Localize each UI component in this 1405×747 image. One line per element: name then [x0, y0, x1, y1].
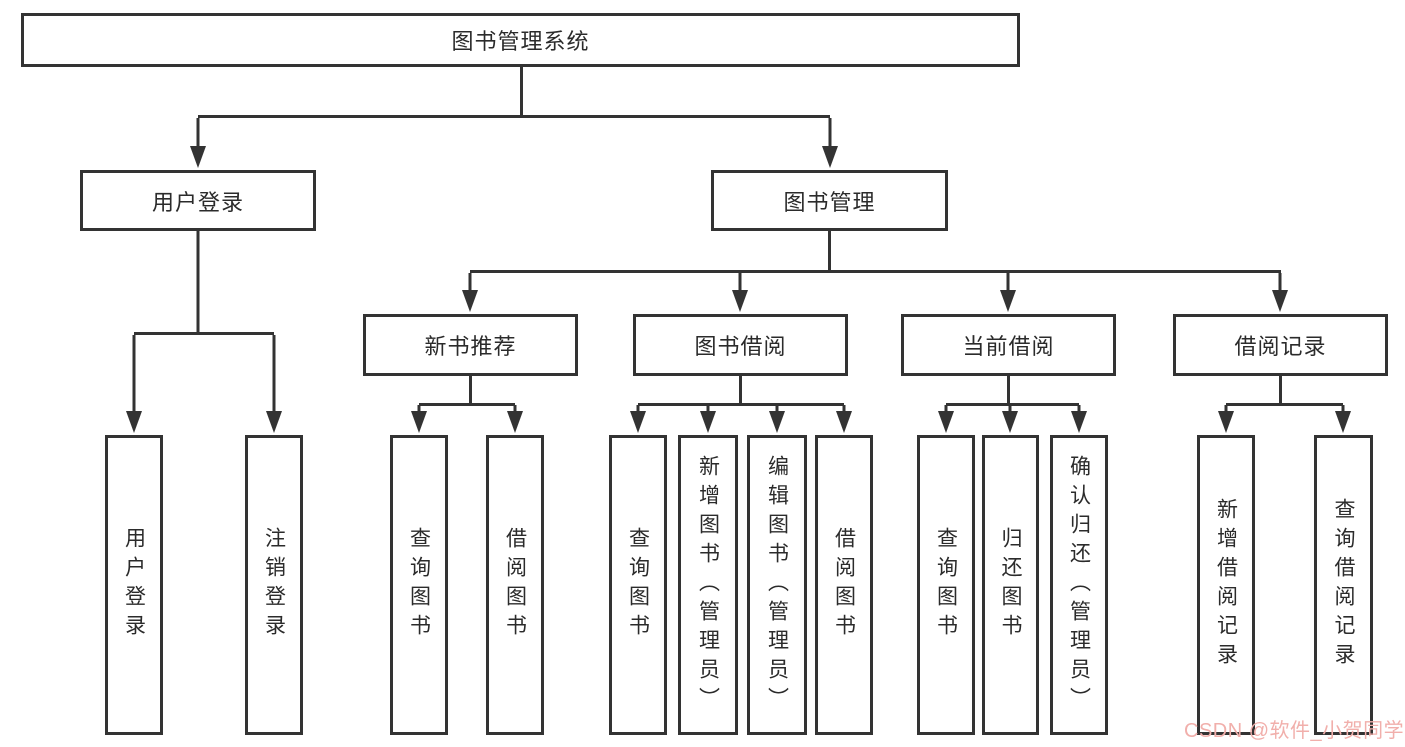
leaf-label: 新增图书（管理员） — [696, 454, 720, 716]
leaf-borrow-books-recommend: 借阅图书 — [486, 435, 544, 735]
arrow-down-icon — [938, 411, 954, 433]
arrow-down-icon — [266, 411, 282, 433]
leaf-user-login: 用户登录 — [105, 435, 163, 735]
arrow-down-icon — [190, 146, 206, 168]
arrow-down-icon — [700, 411, 716, 433]
node-library-management-system: 图书管理系统 — [21, 13, 1020, 67]
connector-lines — [132, 67, 1345, 415]
leaf-label: 确认归还（管理员） — [1067, 454, 1091, 716]
csdn-watermark: CSDN @软件_小贺同学 — [1184, 720, 1405, 742]
leaf-return-books: 归还图书 — [982, 435, 1039, 735]
arrow-down-icon — [1272, 290, 1288, 312]
leaf-label: 借阅图书 — [503, 527, 527, 643]
leaf-borrow-books: 借阅图书 — [815, 435, 873, 735]
node-book-management: 图书管理 — [711, 170, 948, 231]
arrow-down-icon — [732, 290, 748, 312]
node-label: 新书推荐 — [424, 334, 517, 359]
leaf-query-books-current: 查询图书 — [917, 435, 975, 735]
node-label: 用户登录 — [151, 189, 244, 215]
node-borrowing-records: 借阅记录 — [1173, 314, 1388, 376]
node-new-book-recommendation: 新书推荐 — [363, 314, 578, 376]
leaf-label: 查询图书 — [626, 527, 650, 643]
leaf-add-books-admin: 新增图书（管理员） — [678, 435, 738, 735]
node-user-login: 用户登录 — [80, 170, 316, 231]
leaf-query-books-recommend: 查询图书 — [390, 435, 448, 735]
arrow-down-icon — [507, 411, 523, 433]
node-book-borrowing: 图书借阅 — [633, 314, 848, 376]
leaf-label: 用户登录 — [122, 527, 146, 643]
arrow-down-icon — [1000, 290, 1016, 312]
leaf-label: 新增借阅记录 — [1214, 498, 1238, 672]
arrow-down-icon — [126, 411, 142, 433]
arrow-down-icon — [836, 411, 852, 433]
arrow-down-icon — [822, 146, 838, 168]
arrow-down-icon — [769, 411, 785, 433]
arrowhead-icons — [126, 146, 1351, 433]
node-label: 当前借阅 — [962, 334, 1055, 359]
leaf-label: 查询图书 — [407, 527, 431, 643]
leaf-logout: 注销登录 — [245, 435, 303, 735]
arrow-down-icon — [411, 411, 427, 433]
arrow-down-icon — [630, 411, 646, 433]
leaf-label: 注销登录 — [262, 527, 286, 643]
leaf-query-books-borrow: 查询图书 — [609, 435, 667, 735]
leaf-edit-books-admin: 编辑图书（管理员） — [747, 435, 807, 735]
leaf-query-borrow-record: 查询借阅记录 — [1314, 435, 1373, 735]
leaf-confirm-return-admin: 确认归还（管理员） — [1050, 435, 1108, 735]
leaf-label: 查询借阅记录 — [1332, 498, 1355, 672]
node-label: 借阅记录 — [1234, 334, 1327, 359]
arrow-down-icon — [1335, 411, 1351, 433]
arrow-down-icon — [462, 290, 478, 312]
leaf-label: 借阅图书 — [832, 527, 856, 643]
node-current-borrowing: 当前借阅 — [901, 314, 1116, 376]
arrow-down-icon — [1002, 411, 1018, 433]
arrow-down-icon — [1071, 411, 1087, 433]
leaf-add-borrow-record: 新增借阅记录 — [1197, 435, 1255, 735]
leaf-label: 编辑图书（管理员） — [765, 454, 789, 716]
arrow-down-icon — [1218, 411, 1234, 433]
node-label: 图书管理 — [783, 189, 876, 215]
node-label: 图书借阅 — [694, 334, 787, 359]
leaf-label: 归还图书 — [999, 527, 1022, 643]
leaf-label: 查询图书 — [934, 527, 958, 643]
node-label: 图书管理系统 — [451, 29, 590, 54]
